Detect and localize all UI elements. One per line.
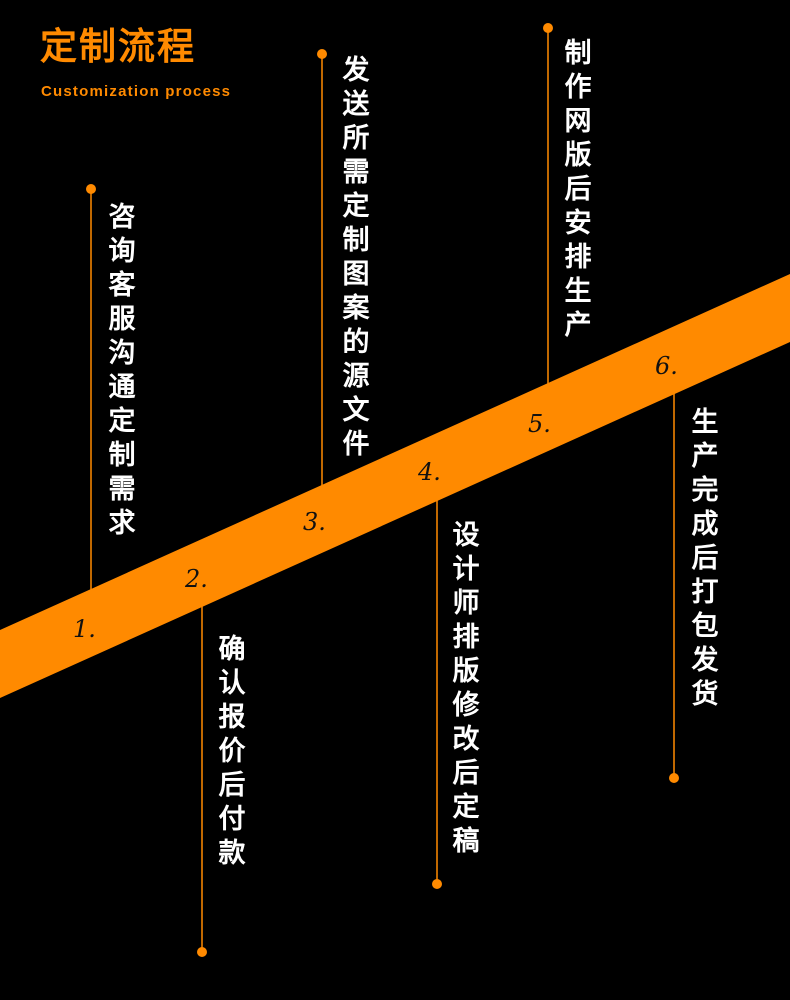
page-title: 定制流程 [40,25,196,68]
step-char: 成 [691,509,719,540]
step-char: 版 [564,140,592,171]
step-char: 后 [691,543,719,574]
step-char: 文 [342,395,370,426]
step-char: 付 [218,804,246,835]
step-char: 确 [218,634,246,665]
step-char: 沟 [108,338,136,369]
step-char: 图 [342,259,370,290]
step-char: 询 [108,236,136,267]
step-char: 排 [452,622,480,653]
step-text-6: 生产完成后打包发货 [688,406,722,712]
step-char: 生 [564,276,592,307]
step-char: 制 [108,440,136,471]
dot-marker-3 [317,49,327,59]
dot-marker-6 [669,773,679,783]
step-char: 版 [452,656,480,687]
diagonal-band [0,274,790,698]
step-char: 产 [691,441,719,472]
step-char: 定 [108,406,136,437]
step-number-6: 6. [655,352,678,380]
step-char: 所 [342,123,370,154]
step-char: 后 [218,770,246,801]
step-char: 案 [342,293,370,324]
step-char: 价 [218,736,246,767]
step-char: 发 [691,645,719,676]
step-char: 网 [564,106,592,137]
step-char: 报 [218,702,246,733]
step-char: 作 [564,72,592,103]
step-char: 设 [452,520,480,551]
step-char: 制 [564,38,592,69]
step-char: 排 [564,242,592,273]
step-char: 稿 [452,826,480,857]
step-char: 件 [342,429,370,460]
step-char: 修 [452,690,480,721]
dot-marker-4 [432,879,442,889]
step-text-2: 确认报价后付款 [215,633,249,871]
step-char: 包 [691,611,719,642]
step-text-3: 发送所需定制图案的源文件 [339,54,373,462]
step-char: 需 [342,157,370,188]
step-char: 源 [342,361,370,392]
step-char: 客 [108,270,136,301]
step-number-2: 2. [185,565,208,593]
step-char: 打 [691,577,719,608]
step-char: 的 [342,327,370,358]
step-char: 需 [108,474,136,505]
step-char: 咨 [108,202,136,233]
step-number-1: 1. [73,615,96,643]
step-char: 通 [108,372,136,403]
step-char: 后 [452,758,480,789]
step-number-4: 4. [418,458,441,486]
step-char: 改 [452,724,480,755]
step-char: 求 [108,508,136,539]
step-char: 制 [342,225,370,256]
step-text-4: 设计师排版修改后定稿 [449,519,483,859]
step-char: 计 [452,554,480,585]
dot-marker-1 [86,184,96,194]
step-char: 产 [564,310,592,341]
step-text-1: 咨询客服沟通定制需求 [105,201,139,541]
step-number-3: 3. [303,508,326,536]
step-char: 生 [691,407,719,438]
step-char: 安 [564,208,592,239]
step-char: 后 [564,174,592,205]
step-char: 师 [452,588,480,619]
dot-marker-2 [197,947,207,957]
step-char: 款 [218,838,246,869]
step-char: 送 [342,89,370,120]
step-char: 认 [218,668,246,699]
step-char: 定 [342,191,370,222]
page-subtitle: Customization process [41,83,232,100]
step-text-5: 制作网版后安排生产 [561,37,595,343]
step-char: 货 [691,679,719,710]
step-number-5: 5. [528,410,551,438]
dot-marker-5 [543,23,553,33]
step-char: 定 [452,792,480,823]
step-char: 发 [342,55,370,86]
step-char: 完 [691,475,719,506]
step-char: 服 [108,304,136,335]
